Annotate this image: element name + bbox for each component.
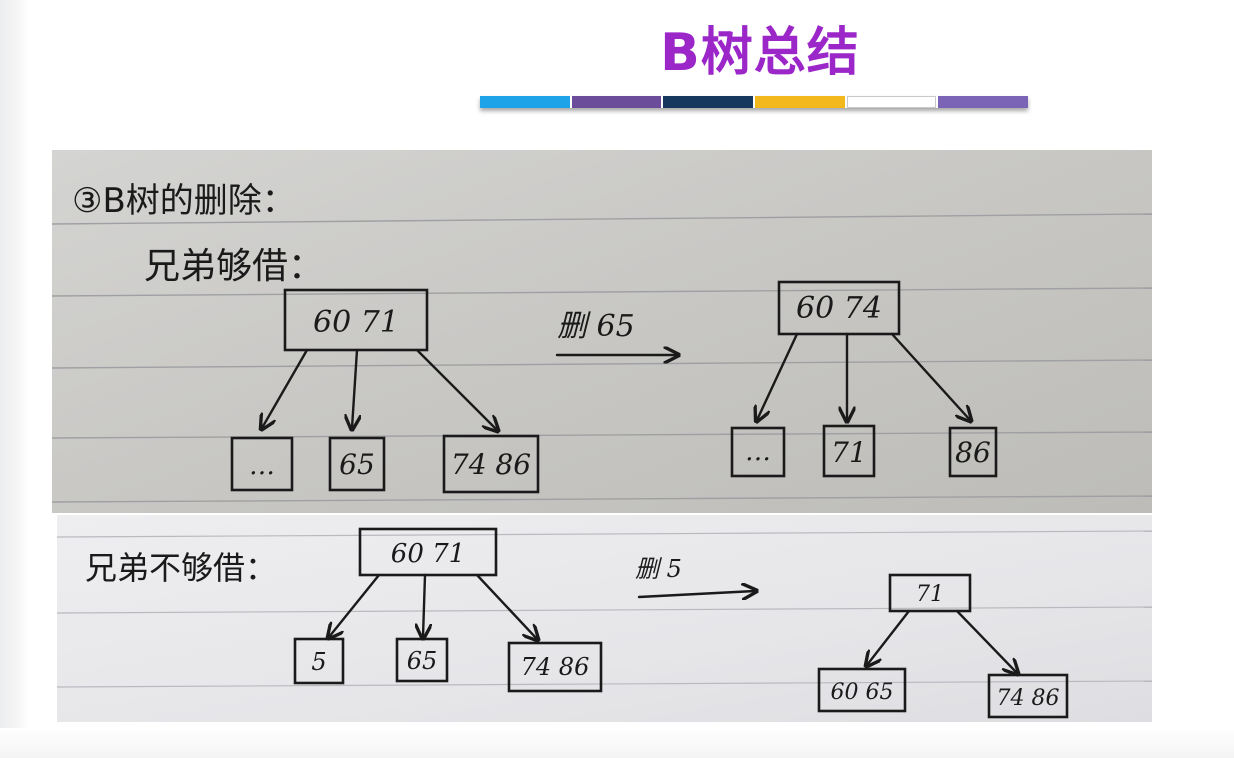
tree-node-child xyxy=(822,424,876,478)
ruled-line xyxy=(52,359,1152,369)
ruled-line xyxy=(57,530,1152,538)
child-arrow xyxy=(890,332,970,420)
ruled-line xyxy=(52,213,1152,225)
tree-node-child xyxy=(948,426,998,478)
node-keys: 60 71 xyxy=(391,539,465,569)
left-edge-shade xyxy=(0,0,28,758)
tree-node-child xyxy=(507,641,603,693)
operation-label: 删 5 xyxy=(635,555,682,583)
slide-title: B树总结 xyxy=(660,23,860,83)
decorative-color-bar xyxy=(480,96,1029,108)
bottom-edge-shade xyxy=(0,728,1234,758)
node-keys: 65 xyxy=(407,647,438,675)
tree-node-child xyxy=(730,426,786,478)
node-keys: 74 86 xyxy=(521,653,590,681)
color-bar-segment-5 xyxy=(846,96,939,108)
notebook-drawing-bottom: 兄弟不够借： 60 71 5 65 74 86 删 5 71 60 65 74 … xyxy=(57,527,1152,719)
ruled-line xyxy=(57,680,1152,688)
color-bar-segment-1 xyxy=(480,96,572,108)
child-arrow xyxy=(757,332,799,420)
child-arrow xyxy=(329,573,381,637)
operation-label: 删 65 xyxy=(557,309,635,344)
node-keys: 60 65 xyxy=(831,680,894,705)
tree-node-child xyxy=(442,434,540,494)
node-keys: 71 xyxy=(916,582,944,607)
node-keys: 60 71 xyxy=(313,305,399,340)
child-arrow xyxy=(475,573,537,639)
case-subheading: 兄弟不够借： xyxy=(85,549,277,587)
notebook-photo-sibling-cannot-lend: 兄弟不够借： 60 71 5 65 74 86 删 5 71 60 65 74 … xyxy=(57,515,1152,722)
node-keys: 74 86 xyxy=(997,686,1060,711)
tree-node-root xyxy=(358,527,498,577)
case-subheading: 兄弟够借： xyxy=(144,246,324,287)
color-bar-segment-6 xyxy=(938,96,1029,108)
section-heading: ③B树的删除： xyxy=(72,181,296,221)
tree-node-child xyxy=(987,673,1069,719)
color-bar-segment-4 xyxy=(755,96,847,108)
tree-node-root xyxy=(777,280,901,336)
node-keys: … xyxy=(249,451,275,481)
node-keys: … xyxy=(745,437,771,467)
notebook-drawing-top: ③B树的删除： 兄弟够借： 60 71 … 65 74 86 删 65 60 7… xyxy=(52,181,1152,503)
child-arrow xyxy=(415,348,497,430)
tree-node-child xyxy=(328,436,386,492)
tree-node-child xyxy=(293,637,345,685)
node-keys: 5 xyxy=(311,648,326,676)
color-bar-segment-2 xyxy=(571,96,664,108)
ruled-line xyxy=(52,495,1152,503)
tree-node-child xyxy=(230,436,294,492)
tree-node-child xyxy=(395,637,449,683)
ruled-line xyxy=(52,287,1152,297)
tree-node-child xyxy=(817,667,907,713)
node-keys: 65 xyxy=(339,448,375,481)
child-arrow xyxy=(262,348,309,428)
node-keys: 60 74 xyxy=(796,291,882,326)
child-arrow xyxy=(955,609,1017,673)
child-arrow xyxy=(423,573,425,637)
tree-node-root xyxy=(888,573,972,613)
child-arrow xyxy=(352,348,357,428)
operation-arrow xyxy=(637,591,755,597)
ruled-line xyxy=(57,606,1152,614)
color-bar-segment-3 xyxy=(663,96,756,108)
node-keys: 71 xyxy=(831,436,867,469)
node-keys: 74 86 xyxy=(451,448,531,481)
notebook-photo-sibling-can-lend: ③B树的删除： 兄弟够借： 60 71 … 65 74 86 删 65 60 7… xyxy=(52,150,1152,513)
node-keys: 86 xyxy=(955,436,991,469)
child-arrow xyxy=(867,609,911,665)
